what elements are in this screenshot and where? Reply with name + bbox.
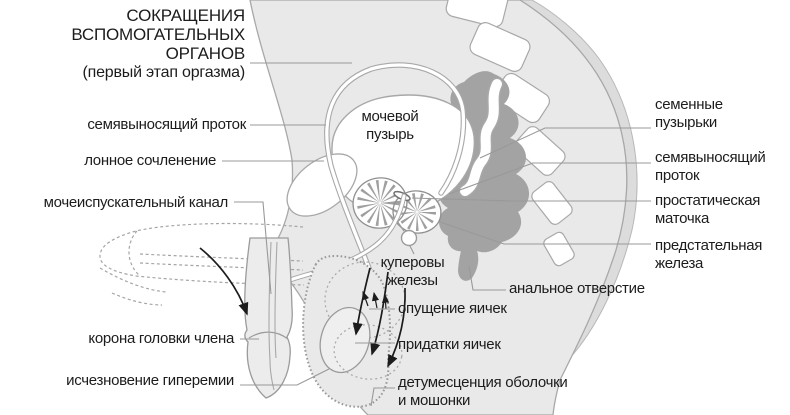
label-urethra: мочеиспускательный канал (43, 194, 229, 211)
penis-detumescence-arrow (199, 247, 249, 316)
detumescence-arrows (199, 247, 406, 368)
label-testes-descent: опущение яичек (398, 300, 507, 317)
leader-vas-right (448, 162, 651, 195)
testis-descent-arrow (352, 267, 371, 336)
leader-utricle (411, 197, 651, 202)
diagram-title: СОКРАЩЕНИЯ ВСПОМОГАТЕЛЬНЫХ ОРГАНОВ (71, 6, 245, 63)
leader-anus (468, 265, 506, 291)
leader-detumescence (370, 387, 395, 407)
flaccid-penis (244, 237, 293, 399)
pubic-symphysis (286, 153, 358, 217)
label-corona-glans: корона головки члена (88, 330, 234, 347)
label-prostate: предстательная железа (655, 237, 763, 272)
leader-hyperemia (240, 368, 330, 386)
testis-descent-arrow (387, 287, 406, 368)
leader-cowper (409, 245, 415, 255)
label-vas-deferens-left: семявыносящий проток (87, 116, 246, 133)
leader-seminal (479, 127, 651, 159)
title-block: СОКРАЩЕНИЯ ВСПОМОГАТЕЛЬНЫХ ОРГАНОВ (перв… (5, 6, 245, 82)
label-vas-deferens-right: семявыносящий проток (655, 149, 766, 184)
label-anus: анальное отверстие (509, 280, 645, 297)
label-pubic-symphysis: лонное сочленение (84, 152, 216, 169)
label-seminal-vesicles: семенные пузырьки (655, 96, 723, 131)
leader-lines (222, 62, 651, 407)
leader-urethra (234, 201, 272, 295)
label-epididymis: придатки яичек (398, 336, 501, 353)
epididymis-dotted-outline (333, 324, 403, 380)
label-detumescence: детумесценция оболочки и мошонки (398, 374, 568, 409)
seminal-vesicle (458, 77, 504, 198)
label-bladder: мочевой пузырь (361, 108, 419, 143)
label-cowper-glands: куперовы железы (380, 254, 445, 289)
vas-deferens-tube (324, 62, 467, 319)
leader-prostate (439, 221, 651, 245)
anus-opening (458, 241, 479, 281)
label-hyperemia: исчезновение гиперемии (66, 372, 234, 389)
scrotal-relax-arrows (362, 290, 390, 310)
label-prostatic-utricle: простатическая маточка (655, 192, 761, 227)
testis-descent-arrow (370, 271, 389, 356)
cowper-gland (396, 220, 418, 247)
diagram-subtitle: (первый этап оргазма) (82, 64, 245, 81)
